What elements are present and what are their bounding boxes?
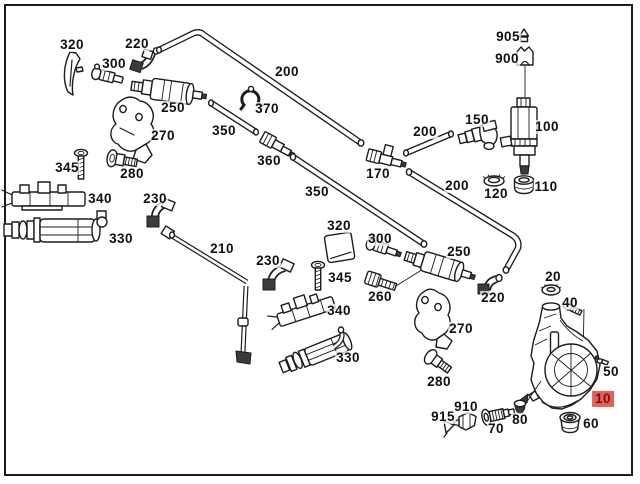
part-callout-320: 320 — [326, 217, 352, 234]
part-callout-60: 60 — [582, 415, 600, 432]
screw-345-middle — [310, 260, 326, 291]
screw-280-right — [423, 348, 453, 374]
washer-jet-900 — [516, 46, 534, 66]
hose-long-right — [405, 168, 522, 274]
part-callout-370: 370 — [254, 100, 280, 117]
reservoir-cap-20 — [540, 284, 562, 296]
part-callout-100: 100 — [534, 118, 560, 135]
screw-260 — [364, 270, 398, 292]
filler-pipe-210 — [160, 225, 252, 365]
part-callout-250: 250 — [160, 99, 186, 116]
mounting-bracket-left — [110, 96, 155, 164]
part-callout-330: 330 — [108, 230, 134, 247]
cover-plate-middle — [323, 231, 356, 264]
part-callout-300: 300 — [101, 55, 127, 72]
washer-fluid-reservoir — [519, 302, 601, 410]
grommet-110 — [513, 175, 535, 195]
pump-middle-curved-pipe — [332, 326, 345, 350]
part-callout-350: 350 — [304, 183, 330, 200]
washer-pump-right — [403, 250, 476, 283]
part-callout-345: 345 — [327, 269, 353, 286]
part-callout-340: 340 — [87, 190, 113, 207]
part-callout-200: 200 — [412, 123, 438, 140]
part-callout-20: 20 — [544, 268, 562, 285]
part-callout-280: 280 — [119, 165, 145, 182]
part-callout-230: 230 — [255, 252, 281, 269]
part-callout-120: 120 — [483, 185, 509, 202]
deflector-plate-left — [63, 51, 84, 96]
part-callout-230: 230 — [142, 190, 168, 207]
part-callout-200: 200 — [274, 63, 300, 80]
mounting-bracket-right — [414, 288, 453, 350]
part-callout-910: 910 — [453, 398, 479, 415]
part-callout-320: 320 — [59, 36, 85, 53]
t-connector-170 — [365, 143, 407, 168]
part-callout-340: 340 — [326, 302, 352, 319]
inline-connector-360 — [259, 131, 296, 159]
hose-long-middle — [289, 153, 428, 248]
part-callout-40: 40 — [561, 294, 579, 311]
linkage-bracket-left — [1, 181, 86, 211]
part-callout-350: 350 — [211, 122, 237, 139]
headlamp-washer-pump-left — [3, 210, 108, 243]
valve-70 — [481, 407, 516, 426]
grommet-60 — [559, 411, 581, 434]
part-callout-10: 10 — [592, 390, 614, 408]
part-callout-70: 70 — [487, 420, 505, 437]
part-callout-150: 150 — [464, 111, 490, 128]
leader-line-80 — [525, 380, 542, 404]
part-callout-300: 300 — [367, 230, 393, 247]
part-callout-360: 360 — [256, 152, 282, 169]
elbow-fitting-220-right — [477, 273, 503, 295]
part-callout-200: 200 — [444, 177, 470, 194]
spray-nozzle-905 — [518, 28, 530, 43]
diagram-border — [4, 4, 633, 476]
part-callout-220: 220 — [124, 35, 150, 52]
screw-345-left — [73, 148, 89, 180]
part-callout-270: 270 — [448, 320, 474, 337]
hose-short-right — [402, 130, 455, 157]
part-callout-915: 915 — [430, 408, 456, 425]
clip-910 — [453, 411, 477, 431]
part-callout-280: 280 — [426, 373, 452, 390]
part-callout-170: 170 — [365, 165, 391, 182]
plug-80 — [513, 399, 527, 414]
screw-280-left — [106, 149, 139, 168]
part-callout-260: 260 — [367, 288, 393, 305]
part-callout-905: 905 — [495, 28, 521, 45]
part-callout-330: 330 — [335, 349, 361, 366]
seal-ring-120 — [482, 174, 506, 187]
part-callout-900: 900 — [494, 50, 520, 67]
pump-100 — [499, 97, 538, 175]
linkage-bracket-middle — [267, 293, 336, 331]
part-callout-345: 345 — [54, 159, 80, 176]
washer-pump-top-left — [130, 77, 208, 106]
part-callout-110: 110 — [533, 178, 559, 195]
elbow-fitting-top-left — [129, 47, 160, 74]
part-callout-250: 250 — [446, 243, 472, 260]
hose-connector-left — [90, 63, 124, 84]
elbow-hose-230-middle — [262, 258, 295, 291]
part-callout-80: 80 — [511, 411, 529, 428]
part-callout-220: 220 — [480, 289, 506, 306]
hose-long-top — [155, 29, 365, 147]
hose-short-upper — [207, 99, 260, 136]
part-callout-210: 210 — [209, 240, 235, 257]
part-callout-50: 50 — [602, 363, 620, 380]
screw-50 — [594, 355, 610, 366]
part-callout-270: 270 — [150, 127, 176, 144]
